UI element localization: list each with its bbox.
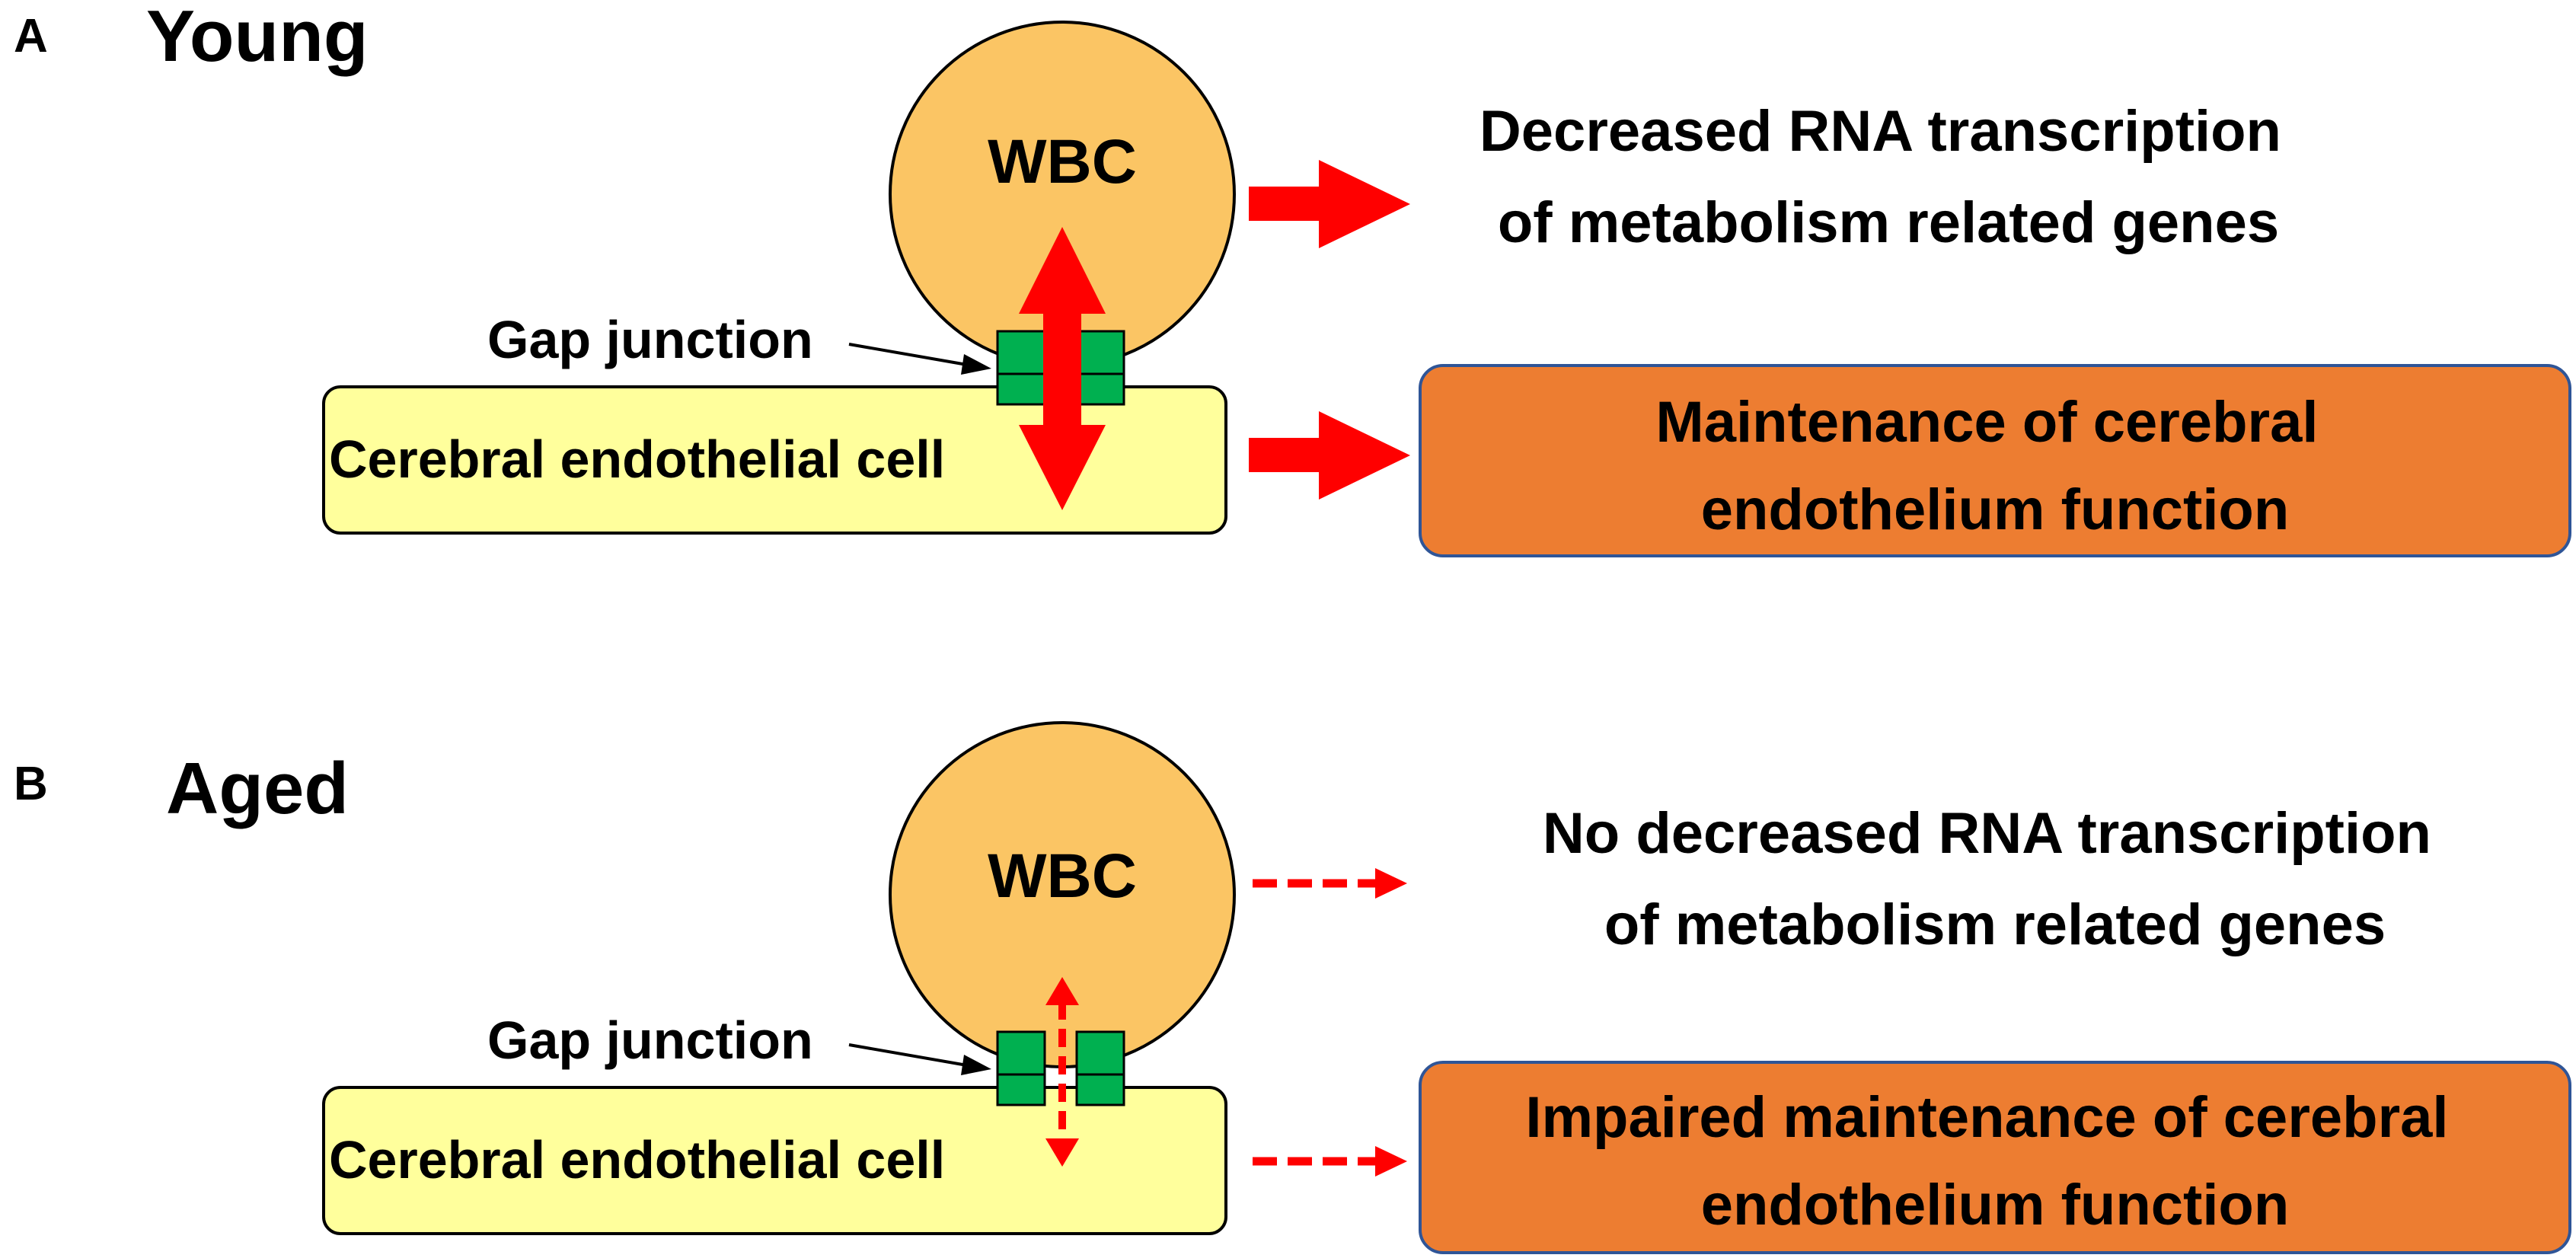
outcome-arrow-1-b-icon: [1253, 868, 1407, 899]
outcome-arrow-2-b-icon: [1253, 1146, 1407, 1177]
gap-junction-label-a: Gap junction: [487, 310, 813, 369]
endothelial-cell-label-a: Cerebral endothelial cell: [329, 429, 945, 489]
panel-a-title: Young: [146, 0, 368, 77]
outcome-2-a-line-1: Maintenance of cerebral: [1655, 390, 2318, 455]
outcome-1-b-line-2: of metabolism related genes: [1604, 892, 2386, 957]
wbc-label-a: WBC: [988, 127, 1137, 196]
outcome-1-b: No decreased RNA transcription of metabo…: [1543, 801, 2447, 957]
outcome-2-b-line-2: endothelium function: [1701, 1173, 2290, 1237]
endothelial-cell-a: [322, 385, 1227, 535]
outcome-arrow-1-a-icon: [1249, 160, 1410, 248]
panel-a-letter: A: [14, 10, 48, 62]
panel-b: B Aged Cerebral endothelial cell WBC Gap…: [14, 721, 2571, 1254]
outcome-arrow-2-a-icon: [1249, 411, 1410, 500]
endothelial-cell-label-b: Cerebral endothelial cell: [329, 1130, 945, 1189]
exchange-arrow-weak-icon: [1045, 977, 1079, 1167]
outcome-2-b-box: [1419, 1061, 2571, 1254]
panel-b-letter: B: [14, 758, 48, 810]
outcome-2-a: Maintenance of cerebral endothelium func…: [1655, 390, 2334, 542]
gap-pointer-line-b: [848, 1043, 968, 1067]
outcome-2-a-box: [1419, 364, 2571, 557]
outcome-2-b-line-1: Impaired maintenance of cerebral: [1525, 1085, 2448, 1150]
outcome-1-a: Decreased RNA transcription of metabolis…: [1480, 99, 2297, 255]
gap-pointer-line-a: [848, 343, 968, 366]
gap-junction-b: [996, 1030, 1125, 1106]
outcome-2-b: Impaired maintenance of cerebral endothe…: [1525, 1085, 2464, 1237]
wbc-label-b: WBC: [988, 841, 1137, 911]
outcome-1-b-line-1: No decreased RNA transcription: [1543, 801, 2431, 866]
exchange-arrow-strong-icon: [1019, 227, 1106, 510]
outcome-1-a-line-1: Decreased RNA transcription: [1480, 99, 2281, 164]
panel-b-title: Aged: [166, 748, 349, 829]
outcome-2-a-line-2: endothelium function: [1701, 477, 2290, 542]
gap-junction-label-b: Gap junction: [487, 1011, 813, 1070]
panel-a: A Young Cerebral endothelial cell WBC Ga…: [14, 0, 2571, 557]
endothelial-cell-b: [322, 1086, 1227, 1235]
gap-pointer-head-a-icon: [961, 354, 991, 375]
outcome-1-a-line-2: of metabolism related genes: [1498, 190, 2279, 255]
gap-pointer-head-b-icon: [961, 1055, 991, 1075]
